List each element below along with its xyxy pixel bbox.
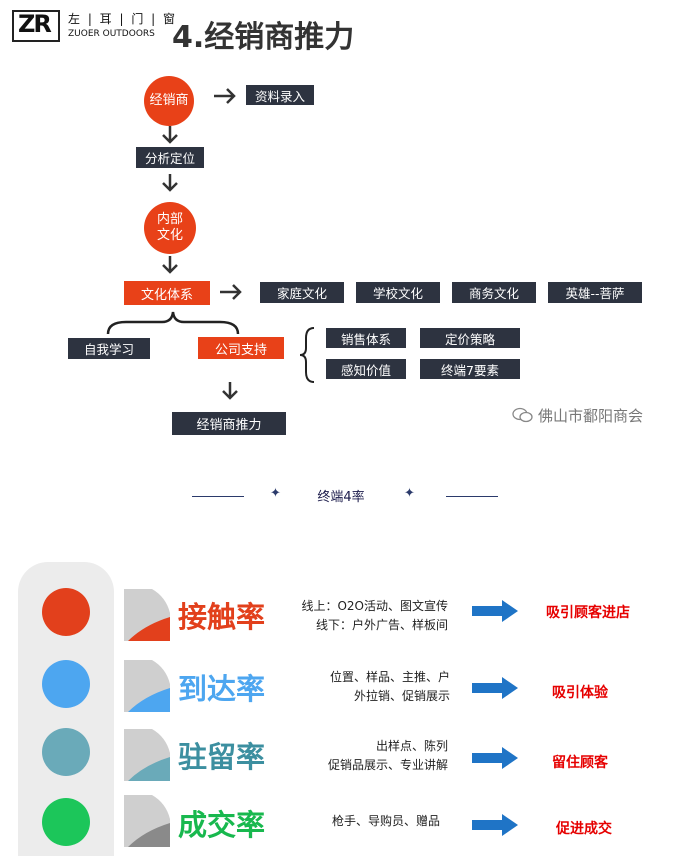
arrow-right-icon	[472, 677, 518, 699]
arrow-down-icon	[162, 126, 178, 144]
desc-line: 线下：户外广告、样板间	[315, 618, 448, 632]
rate-desc-contact: 线上：O2O活动、图文宣传 线下：户外广告、样板间	[301, 597, 448, 635]
rate-name-arrival: 到达率	[178, 672, 266, 706]
lamp-blue	[42, 660, 90, 708]
rate-result-contact: 吸引顾客进店	[546, 605, 630, 621]
rate-result-deal: 促进成交	[556, 821, 612, 837]
culture-item-hero: 英雄--菩萨	[548, 282, 642, 303]
company-support-box: 公司支持	[198, 337, 284, 359]
watermark-text: 佛山市鄱阳商会	[538, 407, 644, 425]
arrow-right-icon	[472, 814, 518, 836]
internal-culture-line1: 内部	[156, 212, 183, 227]
rate-name-stay: 驻留率	[178, 740, 266, 774]
arrow-down-icon	[162, 174, 178, 192]
arrow-right-icon	[220, 284, 242, 300]
watermark: 佛山市鄱阳商会	[512, 405, 643, 426]
card-corner-icon	[124, 660, 170, 712]
rate-name-deal: 成交率	[178, 808, 266, 842]
rate-desc-deal: 枪手、导购员、赠品	[332, 812, 440, 831]
dealer-push-box: 经销商推力	[172, 412, 286, 435]
culture-item-business: 商务文化	[452, 282, 536, 303]
desc-line: 出样点、陈列	[375, 739, 448, 753]
card-corner-icon	[124, 589, 170, 641]
card-corner-icon	[124, 729, 170, 781]
wechat-icon	[512, 407, 533, 423]
internal-culture-line2: 文化	[156, 228, 183, 243]
logo-mark: ZR	[12, 10, 60, 42]
brace-icon	[299, 327, 315, 383]
rate-desc-stay: 出样点、陈列 促销品展示、专业讲解	[328, 737, 448, 775]
logo-mark-text: ZR	[18, 10, 52, 38]
arrow-right-icon	[472, 600, 518, 622]
rate-name-contact: 接触率	[178, 600, 266, 634]
culture-item-family: 家庭文化	[260, 282, 344, 303]
rate-desc-arrival: 位置、样品、主推、户 外拉销、促销展示	[330, 668, 450, 706]
support-item-terminal: 终端7要素	[420, 359, 520, 379]
desc-line: 线上：O2O活动、图文宣传	[301, 599, 448, 613]
internal-culture-node: 内部 文化	[144, 202, 196, 254]
support-item-pricing: 定价策略	[420, 328, 520, 348]
arrow-right-icon	[472, 747, 518, 769]
card-corner-icon	[124, 795, 170, 847]
divider-line-right	[446, 496, 498, 497]
arrow-right-icon	[214, 88, 236, 104]
lamp-teal	[42, 728, 90, 776]
desc-line: 位置、样品、主推、户	[329, 670, 450, 684]
star-icon: ✦	[270, 486, 281, 501]
brace-icon	[106, 311, 240, 335]
desc-line: 枪手、导购员、赠品	[331, 814, 440, 828]
arrow-down-icon	[162, 256, 178, 274]
divider-line-left	[192, 496, 244, 497]
support-item-value: 感知价值	[326, 359, 406, 379]
lamp-green	[42, 798, 90, 846]
logo-cn: 左 | 耳 | 门 | 窗	[68, 12, 178, 26]
lamp-red	[42, 588, 90, 636]
data-entry-box: 资料录入	[246, 85, 314, 105]
rate-result-stay: 留住顾客	[552, 755, 608, 771]
rate-result-arrival: 吸引体验	[552, 685, 608, 701]
logo-en: ZUOER OUTDOORS	[68, 29, 155, 39]
culture-item-school: 学校文化	[356, 282, 440, 303]
support-item-sales: 销售体系	[326, 328, 406, 348]
culture-system-box: 文化体系	[124, 281, 210, 305]
self-study-box: 自我学习	[68, 338, 150, 359]
page-title: 4.经销商推力	[172, 20, 355, 55]
arrow-down-icon	[222, 382, 238, 400]
rate-heading: 终端4率	[317, 490, 365, 505]
analysis-box: 分析定位	[136, 147, 204, 168]
dealer-node: 经销商	[144, 76, 194, 126]
desc-line: 外拉销、促销展示	[353, 689, 450, 703]
logo: ZR 左 | 耳 | 门 | 窗 ZUOER OUTDOORS	[12, 8, 175, 46]
desc-line: 促销品展示、专业讲解	[327, 758, 448, 772]
star-icon: ✦	[404, 486, 415, 501]
